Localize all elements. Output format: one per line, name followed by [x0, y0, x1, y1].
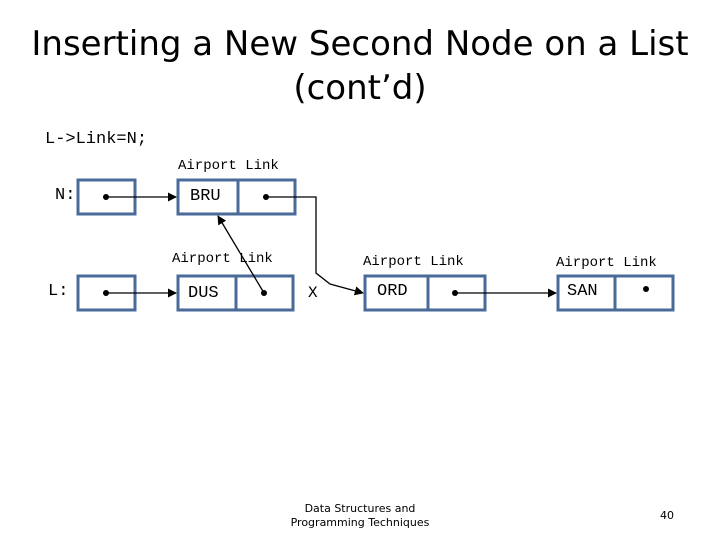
- bru-field-labels: Airport Link: [178, 158, 279, 174]
- san-link-field: [613, 274, 675, 312]
- dus-to-bru-arrow: [217, 215, 265, 294]
- page-number: 40: [660, 509, 674, 522]
- bru-to-ord-arrow: [266, 196, 364, 296]
- n-pointer-label: N:: [55, 186, 76, 205]
- dus-value: DUS: [188, 284, 219, 303]
- bru-airport-field: [176, 178, 240, 216]
- san-field-labels: Airport Link: [556, 255, 657, 271]
- san-link-dot: [643, 286, 649, 292]
- san-value: SAN: [567, 282, 598, 301]
- bru-value: BRU: [190, 187, 221, 206]
- code-statement: L->Link=N;: [45, 130, 148, 149]
- footer-course: Data Structures and Programming Techniqu…: [290, 502, 430, 529]
- removed-link-mark: X: [308, 284, 318, 302]
- l-pointer-label: L:: [48, 282, 69, 301]
- ord-value: ORD: [377, 282, 408, 301]
- slide-title: Inserting a New Second Node on a List (c…: [31, 24, 689, 108]
- dus-field-labels: Airport Link: [172, 251, 273, 267]
- ord-field-labels: Airport Link: [363, 254, 464, 270]
